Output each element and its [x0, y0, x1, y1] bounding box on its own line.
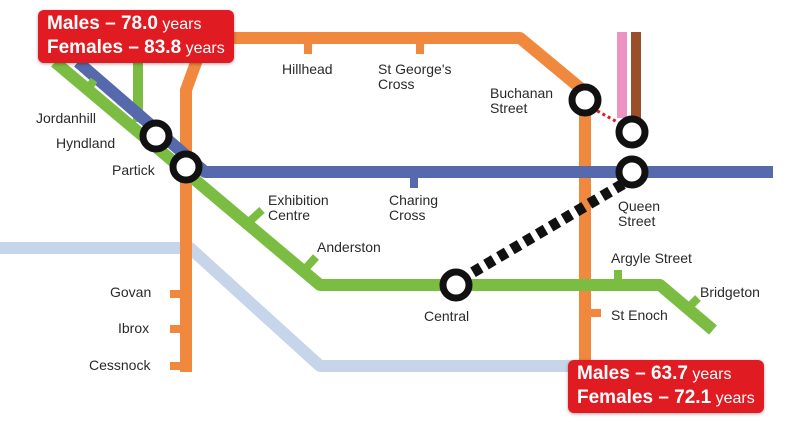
- pale-blue-line: [0, 242, 590, 372]
- tick-bridgeton: [685, 295, 701, 311]
- green-line: [51, 57, 717, 335]
- life-expectancy-callout-east: Males – 63.7 years Females – 72.1 years: [568, 360, 764, 413]
- unit: years: [687, 366, 732, 383]
- connector-queen-central: [467, 179, 626, 279]
- life-expectancy-callout-west: Males – 78.0 years Females – 83.8 years: [38, 10, 234, 63]
- interchange-queen-street-upper: [615, 115, 649, 149]
- males-prefix: Males –: [577, 363, 651, 384]
- tick-anderston: [303, 254, 319, 271]
- label-central: Central: [424, 308, 470, 324]
- females-value: 83.8: [144, 37, 182, 58]
- females-row: Females – 72.1 years: [577, 386, 755, 410]
- label-queen-street: Queen Street: [618, 198, 661, 229]
- label-argyle-street: Argyle Street: [611, 250, 692, 266]
- subway-orange-line: [180, 32, 591, 372]
- interchanges: [139, 83, 649, 302]
- label-hillhead: Hillhead: [282, 61, 333, 77]
- females-prefix: Females –: [577, 387, 675, 408]
- label-govan: Govan: [110, 284, 152, 300]
- interchange-partick: [169, 150, 203, 184]
- label-exhibition-centre: Exhibition Centre: [268, 192, 329, 223]
- females-value: 72.1: [674, 387, 712, 408]
- interchange-hyndland: [139, 119, 173, 153]
- label-bridgeton: Bridgeton: [700, 284, 760, 300]
- label-st-enoch: St Enoch: [611, 307, 668, 323]
- females-row: Females – 83.8 years: [47, 36, 225, 60]
- interchange-queen-street: [615, 155, 649, 189]
- unit: years: [711, 390, 755, 407]
- males-value: 63.7: [650, 363, 688, 384]
- station-ticks: [82, 38, 701, 370]
- tick-exhibition-centre: [247, 207, 265, 224]
- connector-buchanan-queen: [591, 106, 629, 130]
- label-charing-cross: Charing Cross: [389, 192, 439, 223]
- unit: years: [181, 40, 225, 57]
- label-jordanhill: Jordanhill: [36, 110, 96, 126]
- males-value: 78.0: [120, 13, 158, 34]
- label-hyndland: Hyndland: [56, 135, 116, 151]
- males-row: Males – 78.0 years: [47, 12, 225, 36]
- males-prefix: Males –: [47, 13, 121, 34]
- label-partick: Partick: [112, 162, 155, 178]
- females-prefix: Females –: [47, 37, 145, 58]
- unit: years: [157, 16, 202, 33]
- interchange-buchanan-street: [568, 83, 602, 117]
- label-buchanan-street: Buchanan Street: [490, 85, 554, 116]
- males-row: Males – 63.7 years: [577, 362, 755, 386]
- blue-line: [74, 57, 773, 178]
- interchange-central: [439, 268, 473, 302]
- label-ibrox: Ibrox: [118, 320, 150, 336]
- tick-jordanhill: [82, 77, 98, 95]
- label-cessnock: Cessnock: [89, 357, 151, 373]
- label-st-georges-cross: St George's Cross: [378, 61, 452, 92]
- label-anderston: Anderston: [317, 239, 381, 255]
